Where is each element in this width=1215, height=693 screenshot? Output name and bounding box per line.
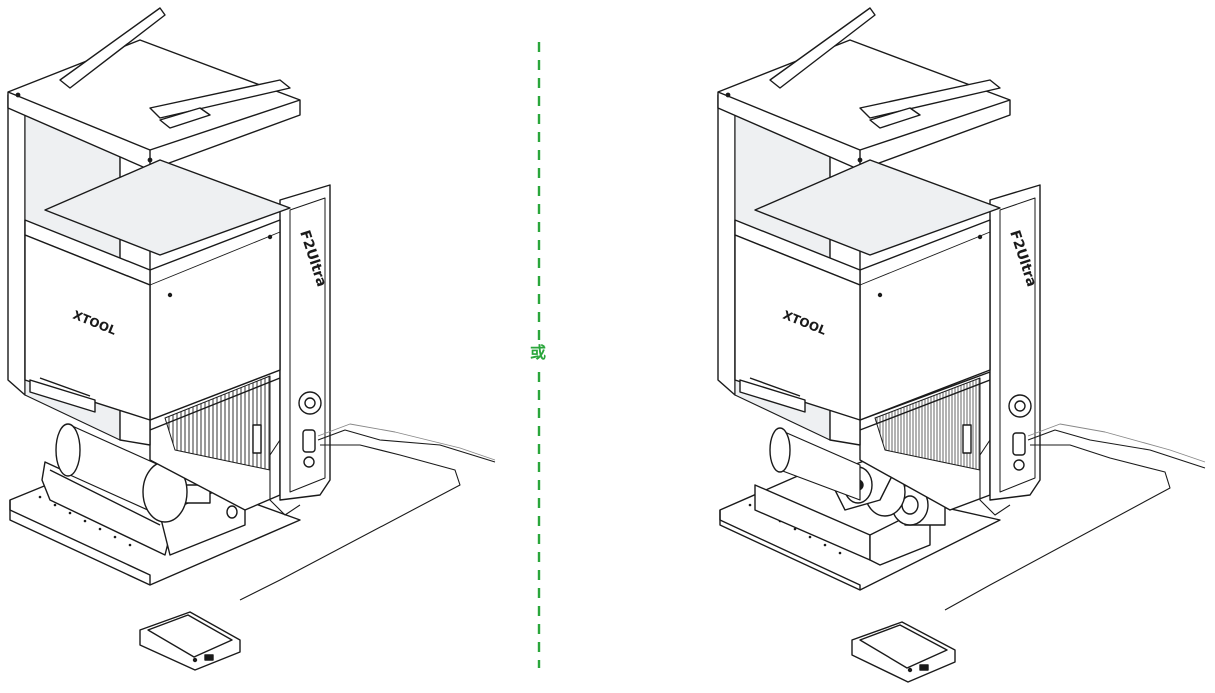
body-left [7, 7, 301, 446]
body-right [717, 7, 1011, 446]
side-panel-right [989, 184, 1041, 501]
divider-label: 或 [527, 343, 549, 363]
machine-right: XTOOL F2Ultra [717, 7, 1206, 683]
controller-right [851, 621, 956, 683]
roller-rotary-left [41, 461, 246, 556]
cylinder-workpiece-left [55, 423, 188, 523]
machine-left: XTOOL F2Ultra [7, 7, 496, 671]
cylinder-workpiece-right [769, 427, 861, 501]
lower-cabinet-left [149, 369, 281, 511]
side-panel-left [279, 184, 331, 501]
lower-cabinet-right [859, 371, 991, 511]
controller-left [139, 611, 241, 671]
cable-left [239, 423, 496, 601]
cable-right [944, 423, 1206, 611]
